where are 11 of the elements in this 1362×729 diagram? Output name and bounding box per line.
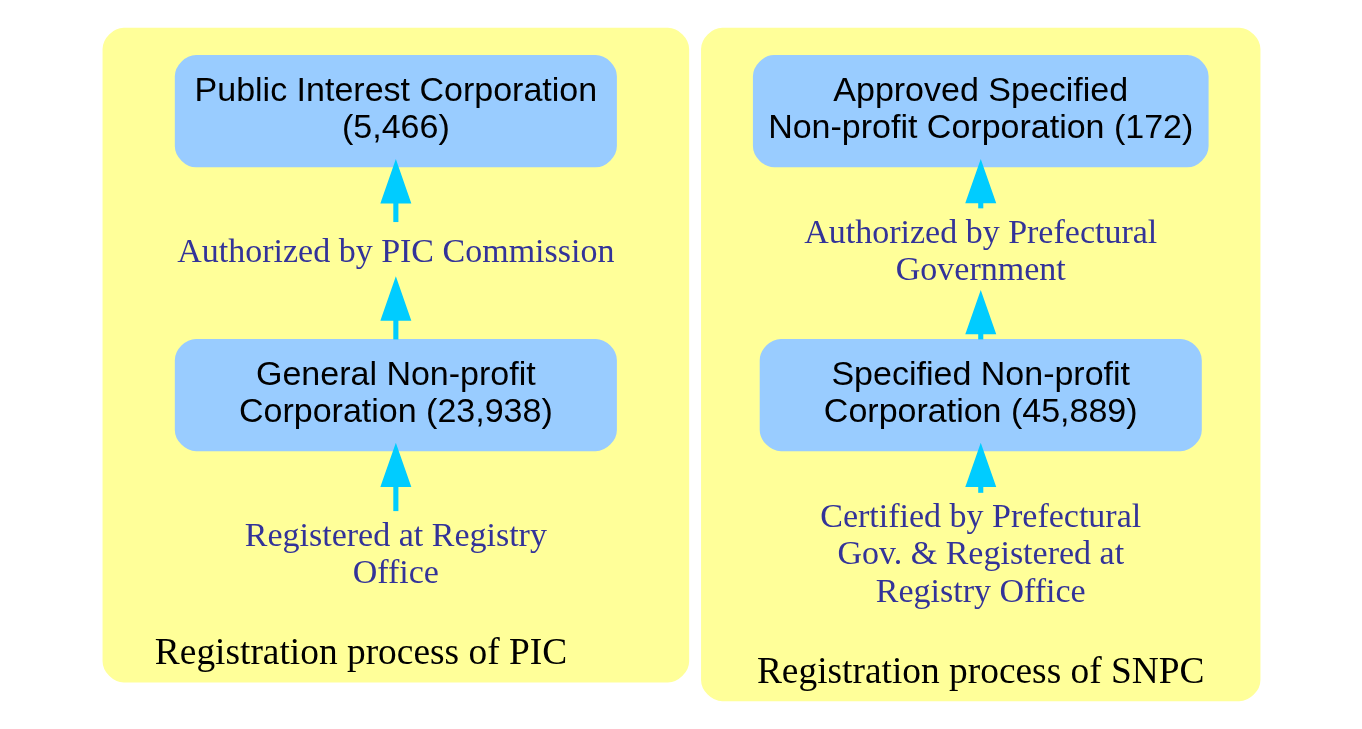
arrow <box>379 276 411 340</box>
arrow <box>379 159 411 223</box>
node-box: Public Interest Corporation (5,466) <box>174 55 617 168</box>
node-text: Authorized by PIC Commission <box>176 231 614 269</box>
node-text: Registered at Registry Office <box>244 515 547 590</box>
node-text: Authorized by Prefectural Government <box>803 212 1157 288</box>
node-box: General Non-profit Corporation (23,938) <box>174 339 617 452</box>
node-text: Certified by Prefectural Gov. & Registered at Registry Office <box>819 496 1141 609</box>
arrow <box>379 442 411 512</box>
node-box: Specified Non-profit Corporation (45,889) <box>759 339 1202 452</box>
node-box: Approved Specified Non-profit Corporation (172) <box>752 55 1209 168</box>
